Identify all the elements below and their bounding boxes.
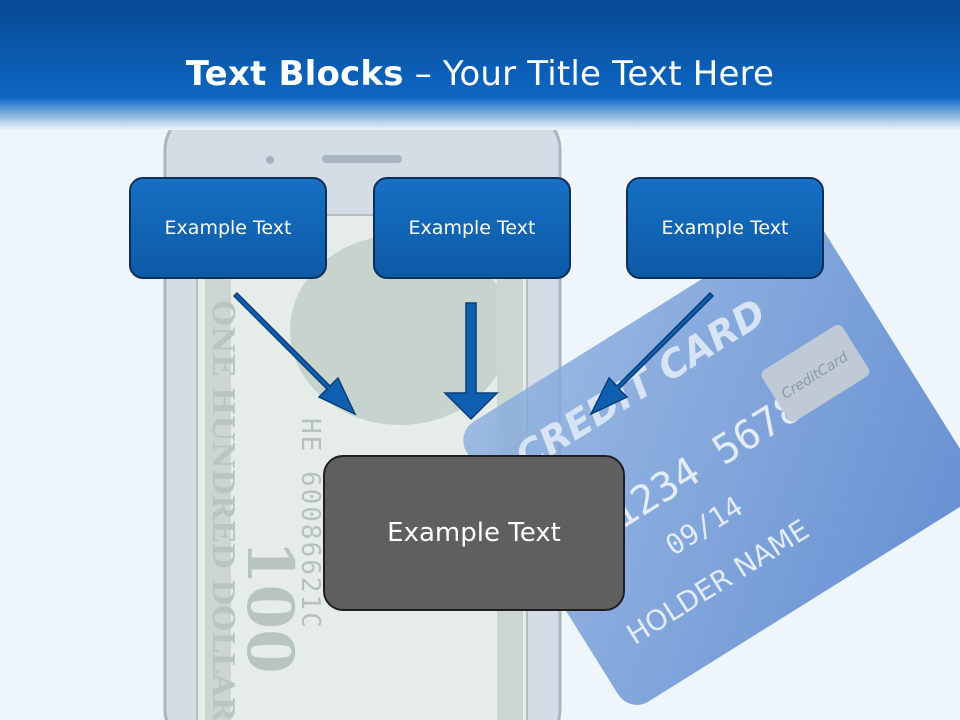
text-block-1[interactable]: Example Text xyxy=(129,177,327,279)
arrow-left xyxy=(232,291,357,416)
slide-title: Text Blocks – Your Title Text Here xyxy=(0,52,960,96)
arrow-middle xyxy=(443,302,499,421)
text-block-2-label: Example Text xyxy=(408,217,536,239)
bill-serial-text: HE 60086621C xyxy=(295,418,325,630)
header-band xyxy=(0,0,960,130)
center-text-block-label: Example Text xyxy=(387,518,561,548)
text-block-2[interactable]: Example Text xyxy=(373,177,571,279)
title-rest: Your Title Text Here xyxy=(442,54,775,94)
text-block-1-label: Example Text xyxy=(164,217,292,239)
bill-denomination-text: 100 xyxy=(232,540,307,674)
title-dash: – xyxy=(403,54,443,94)
text-block-3-label: Example Text xyxy=(661,217,789,239)
center-text-block[interactable]: Example Text xyxy=(323,455,625,611)
title-bold: Text Blocks xyxy=(185,54,404,94)
arrow-right xyxy=(589,291,715,416)
bill-words-text: ONE HUNDRED DOLLARS xyxy=(205,300,240,720)
text-block-3[interactable]: Example Text xyxy=(626,177,824,279)
